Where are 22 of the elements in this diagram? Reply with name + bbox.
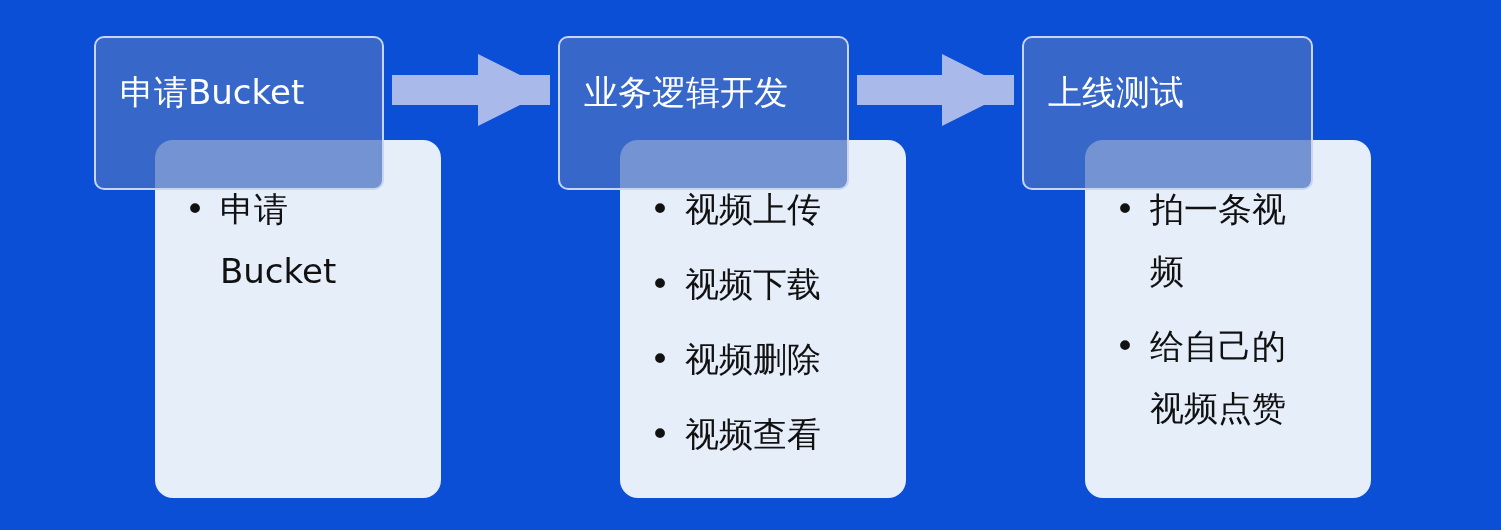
bullet-item: 视频删除 [685, 338, 822, 381]
step-header-box [1022, 36, 1313, 190]
bullet-mark: • [650, 413, 672, 456]
bullet-item: 拍一条视频 [1150, 188, 1287, 293]
step-title: 申请Bucket [120, 71, 306, 114]
bullet-mark: • [650, 188, 672, 231]
block-arrow [857, 54, 1014, 126]
step-title: 上线测试 [1048, 71, 1185, 114]
step-header-box [558, 36, 849, 190]
bullet-item: 视频下载 [685, 263, 822, 306]
bullet-mark: • [1115, 325, 1137, 368]
bullet-mark: • [185, 188, 207, 231]
step-title: 业务逻辑开发 [584, 71, 789, 114]
bullet-item: 给自己的视频点赞 [1150, 325, 1287, 430]
bullet-item: 申请Bucket [220, 188, 338, 293]
bullet-item: 视频查看 [685, 413, 822, 456]
step-header-box [94, 36, 384, 190]
bullet-mark: • [1115, 188, 1137, 231]
bullet-mark: • [650, 338, 672, 381]
bullet-item: 视频上传 [685, 188, 822, 231]
bullet-mark: • [650, 263, 672, 306]
block-arrow [392, 54, 550, 126]
